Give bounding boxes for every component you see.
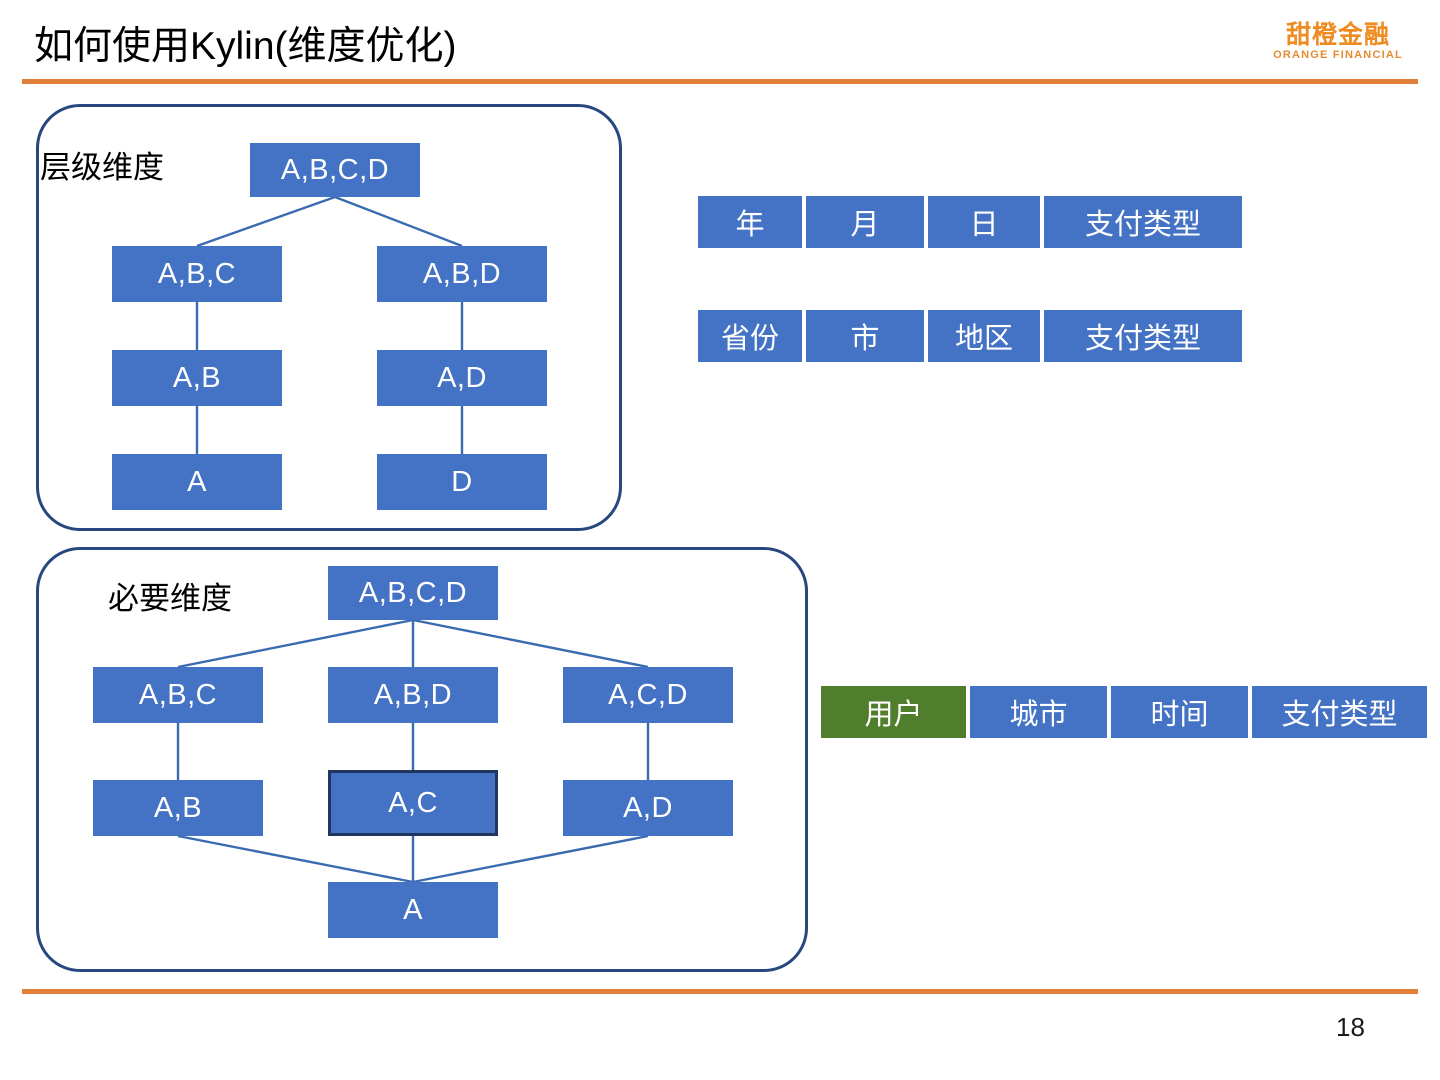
node-mandatory-ad[interactable]: A,D — [563, 780, 733, 836]
node-mandatory-ac[interactable]: A,C — [328, 770, 498, 836]
dim-cell-province[interactable]: 省份 — [698, 310, 802, 362]
dim-cell-user[interactable]: 用户 — [821, 686, 966, 738]
dim-cell-time[interactable]: 时间 — [1111, 686, 1248, 738]
dimension-table-time: 年 月 日 支付类型 — [698, 196, 1242, 248]
node-hierarchy-d[interactable]: D — [377, 454, 547, 510]
dimension-table-geography: 省份 市 地区 支付类型 — [698, 310, 1242, 362]
dimension-table-mandatory: 用户 城市 时间 支付类型 — [821, 686, 1427, 738]
footer-divider — [22, 989, 1418, 994]
dim-cell-month[interactable]: 月 — [806, 196, 924, 248]
dim-cell-city[interactable]: 市 — [806, 310, 924, 362]
panel-mandatory-dimension — [36, 547, 808, 972]
node-mandatory-abcd[interactable]: A,B,C,D — [328, 566, 498, 620]
node-mandatory-ab[interactable]: A,B — [93, 780, 263, 836]
dim-cell-year[interactable]: 年 — [698, 196, 802, 248]
logo-english-text: ORANGE FINANCIAL — [1273, 49, 1403, 61]
dim-cell-city-mandatory[interactable]: 城市 — [970, 686, 1107, 738]
node-hierarchy-ab[interactable]: A,B — [112, 350, 282, 406]
brand-logo: 甜橙金融 ORANGE FINANCIAL — [1258, 22, 1418, 62]
header-divider — [22, 79, 1418, 84]
page-number: 18 — [1336, 1012, 1365, 1042]
node-hierarchy-abcd[interactable]: A,B,C,D — [250, 143, 420, 197]
page-title: 如何使用Kylin(维度优化) — [34, 25, 457, 68]
logo-chinese-text: 甜橙金融 — [1285, 21, 1390, 49]
panel-hierarchy-dimension — [36, 104, 622, 531]
node-hierarchy-a[interactable]: A — [112, 454, 282, 510]
node-mandatory-abc[interactable]: A,B,C — [93, 667, 263, 723]
node-hierarchy-abd[interactable]: A,B,D — [377, 246, 547, 302]
node-mandatory-abd[interactable]: A,B,D — [328, 667, 498, 723]
dim-cell-day[interactable]: 日 — [928, 196, 1040, 248]
node-mandatory-acd[interactable]: A,C,D — [563, 667, 733, 723]
node-mandatory-a[interactable]: A — [328, 882, 498, 938]
dim-cell-payment-type-mandatory[interactable]: 支付类型 — [1252, 686, 1427, 738]
node-hierarchy-ad[interactable]: A,D — [377, 350, 547, 406]
panel-hierarchy-label: 层级维度 — [40, 150, 164, 185]
dim-cell-payment-type[interactable]: 支付类型 — [1044, 196, 1242, 248]
node-hierarchy-abc[interactable]: A,B,C — [112, 246, 282, 302]
dim-cell-district[interactable]: 地区 — [928, 310, 1040, 362]
panel-mandatory-label: 必要维度 — [108, 581, 232, 616]
dim-cell-payment-type-geo[interactable]: 支付类型 — [1044, 310, 1242, 362]
